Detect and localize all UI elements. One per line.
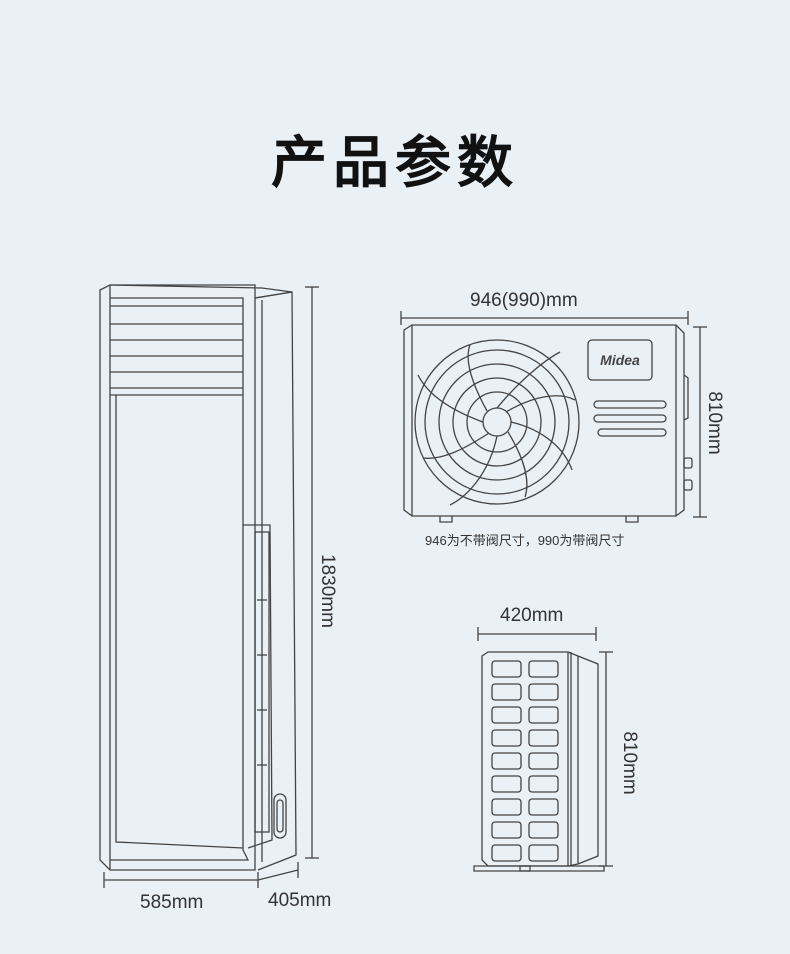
- indoor-width-label: 585mm: [140, 892, 204, 913]
- side-height-label: 810mm: [619, 731, 640, 795]
- outdoor-unit-side-drawing: [473, 651, 605, 872]
- vent-slot: [528, 660, 559, 678]
- vent-slot: [491, 729, 522, 747]
- vent-slot: [491, 706, 522, 724]
- side-depth-label: 420mm: [500, 605, 564, 626]
- outdoor-width-label: 946(990)mm: [470, 290, 578, 311]
- indoor-width-dimension: [103, 872, 259, 888]
- vent-slot: [491, 798, 522, 816]
- side-depth-dimension: [477, 627, 597, 641]
- indoor-depth-label: 405mm: [268, 890, 332, 911]
- vent-slot: [528, 752, 559, 770]
- vent-slot: [528, 798, 559, 816]
- vent-slot: [528, 683, 559, 701]
- vent-slot: [528, 706, 559, 724]
- vent-slot: [528, 821, 559, 839]
- vent-slot: [528, 729, 559, 747]
- outdoor-width-dimension: [400, 311, 689, 325]
- outdoor-side-vent-grid: [491, 660, 559, 862]
- vent-slot: [491, 775, 522, 793]
- indoor-unit-drawing: [99, 284, 297, 871]
- outdoor-unit-front-drawing: [403, 324, 693, 523]
- indoor-depth-dimension: [257, 862, 299, 881]
- vent-slot: [491, 844, 522, 862]
- vent-slot: [491, 752, 522, 770]
- vent-slot: [528, 775, 559, 793]
- indoor-height-dimension: [305, 286, 319, 859]
- outdoor-height-label: 810mm: [704, 391, 725, 455]
- outdoor-height-dimension: [693, 326, 707, 518]
- vent-slot: [491, 821, 522, 839]
- vent-slot: [491, 660, 522, 678]
- page-title: 产品参数: [271, 131, 519, 196]
- outdoor-valve-note: 946为不带阀尺寸，990为带阀尺寸: [425, 533, 625, 548]
- indoor-height-label: 1830mm: [317, 554, 338, 628]
- midea-logo: Midea: [600, 352, 640, 368]
- vent-slot: [491, 683, 522, 701]
- side-height-dimension: [599, 651, 613, 867]
- vent-slot: [528, 844, 559, 862]
